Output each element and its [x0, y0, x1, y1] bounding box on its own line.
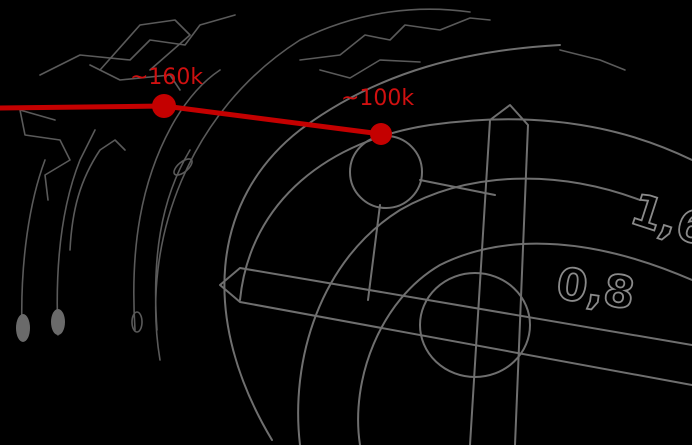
wide-arc	[154, 8, 471, 361]
scale-label-0-8: 0,8	[553, 258, 637, 319]
small-ring-link	[419, 179, 496, 196]
data-label-160k: ~160k	[130, 65, 203, 90]
background-artwork: 0,8 1,6	[16, 8, 692, 445]
circuit-trace-1	[39, 14, 236, 91]
data-point-100k	[370, 123, 392, 145]
circuit-trace-4	[559, 49, 626, 71]
streak-5	[154, 149, 191, 331]
streak-bead-2	[51, 309, 65, 335]
streak-2	[56, 129, 96, 336]
circuit-trace-3	[299, 17, 491, 79]
vertical-bar	[469, 104, 529, 445]
small-ring	[349, 135, 423, 209]
data-label-100k: ~100k	[341, 86, 414, 111]
series-line	[0, 103, 384, 137]
data-point-160k	[152, 94, 176, 118]
horizontal-bar	[219, 267, 692, 386]
streak-4	[133, 69, 221, 331]
streak-1	[20, 159, 46, 331]
outer-arc	[223, 44, 561, 441]
streak-bead-3	[131, 311, 143, 333]
streak-bead-1	[16, 314, 30, 342]
small-ring-stem	[367, 204, 381, 301]
series-line-group: ~160k ~100k	[0, 65, 414, 145]
ring-1	[239, 118, 692, 301]
bar-end-oval	[173, 158, 193, 176]
streak-3	[69, 139, 126, 251]
ring-2	[297, 177, 641, 445]
ring-3	[357, 242, 692, 445]
scale-label-1-6: 1,6	[625, 184, 692, 257]
